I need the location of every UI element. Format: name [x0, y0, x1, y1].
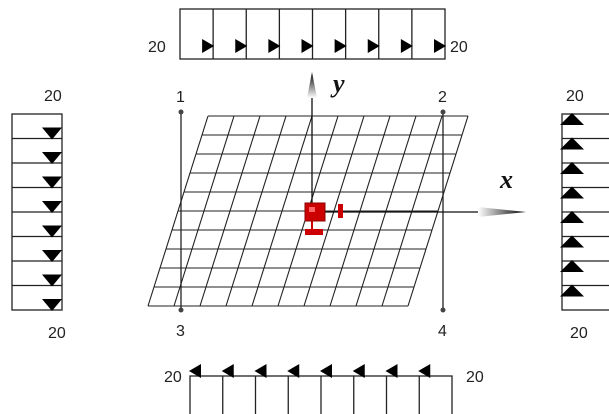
arrowhead-right-icon	[235, 39, 248, 53]
arrowhead-right-icon	[301, 39, 314, 53]
arrowhead-down-icon	[42, 201, 62, 213]
arrowhead-right-icon	[202, 39, 215, 53]
left-load-block	[11, 113, 63, 311]
arrowhead-left-icon	[320, 364, 332, 378]
x-axis-label: x	[499, 165, 513, 194]
bottom-load-left-value: 20	[164, 369, 182, 386]
left-load-bottom-value: 20	[48, 325, 66, 342]
arrowhead-up-icon	[560, 137, 584, 150]
arrowhead-left-icon	[189, 364, 201, 378]
left-load-top-value: 20	[44, 88, 62, 105]
arrowhead-left-icon	[352, 364, 365, 378]
bottom-load-right-value: 20	[466, 369, 484, 386]
corner-4-label: 4	[438, 323, 447, 340]
arrowhead-up-icon	[560, 186, 584, 199]
arrowhead-left-icon	[254, 364, 267, 378]
arrowhead-left-icon	[221, 364, 234, 378]
corner-2-label: 2	[438, 89, 447, 106]
arrowhead-down-icon	[42, 225, 62, 238]
corner-1-dot	[178, 109, 184, 115]
arrowhead-down-icon	[42, 274, 62, 287]
arrowhead-left-icon	[418, 364, 431, 378]
right-load-bottom-value: 20	[570, 325, 588, 342]
arrowhead-up-icon	[560, 113, 584, 125]
arrowhead-right-icon	[400, 39, 413, 53]
arrowhead-down-icon	[42, 127, 62, 140]
arrowhead-down-icon	[42, 299, 62, 311]
arrowhead-up-icon	[560, 235, 584, 248]
arrowhead-up-icon	[560, 284, 584, 297]
x-axis-arrowhead-icon	[478, 207, 526, 217]
arrowhead-right-icon	[434, 39, 446, 53]
corner-1-label: 1	[176, 89, 185, 106]
arrowhead-left-icon	[287, 364, 300, 378]
arrowhead-down-icon	[42, 152, 62, 164]
corner-3-dot	[178, 307, 184, 313]
y-axis-label: y	[330, 69, 345, 98]
top-load-left-value: 20	[148, 39, 166, 56]
corner-2-dot	[440, 109, 446, 115]
arrowhead-up-icon	[560, 260, 584, 272]
mesh-column-line	[407, 115, 469, 307]
arrowhead-left-icon	[385, 364, 398, 378]
mesh-column-line	[355, 115, 417, 307]
right-load-top-value: 20	[566, 88, 584, 105]
arrowhead-right-icon	[367, 39, 380, 53]
arrowhead-down-icon	[42, 176, 62, 189]
arrowhead-right-icon	[334, 39, 347, 53]
mesh-column-line	[329, 115, 391, 307]
top-load-right-value: 20	[450, 39, 468, 56]
skewed-mesh	[147, 115, 469, 307]
arrowhead-down-icon	[42, 250, 62, 262]
origin-marker-icon	[304, 202, 343, 235]
y-axis-arrowhead-icon	[307, 72, 317, 98]
corner-4-dot	[440, 307, 446, 313]
bottom-load-block	[189, 364, 453, 414]
arrowhead-up-icon	[560, 211, 584, 223]
top-load-block	[179, 8, 446, 60]
arrowhead-right-icon	[268, 39, 281, 53]
corner-3-label: 3	[176, 323, 185, 340]
right-load-block	[560, 113, 609, 311]
arrowhead-up-icon	[560, 162, 584, 174]
mesh-column-line	[303, 115, 365, 307]
mesh-column-line	[381, 115, 443, 307]
